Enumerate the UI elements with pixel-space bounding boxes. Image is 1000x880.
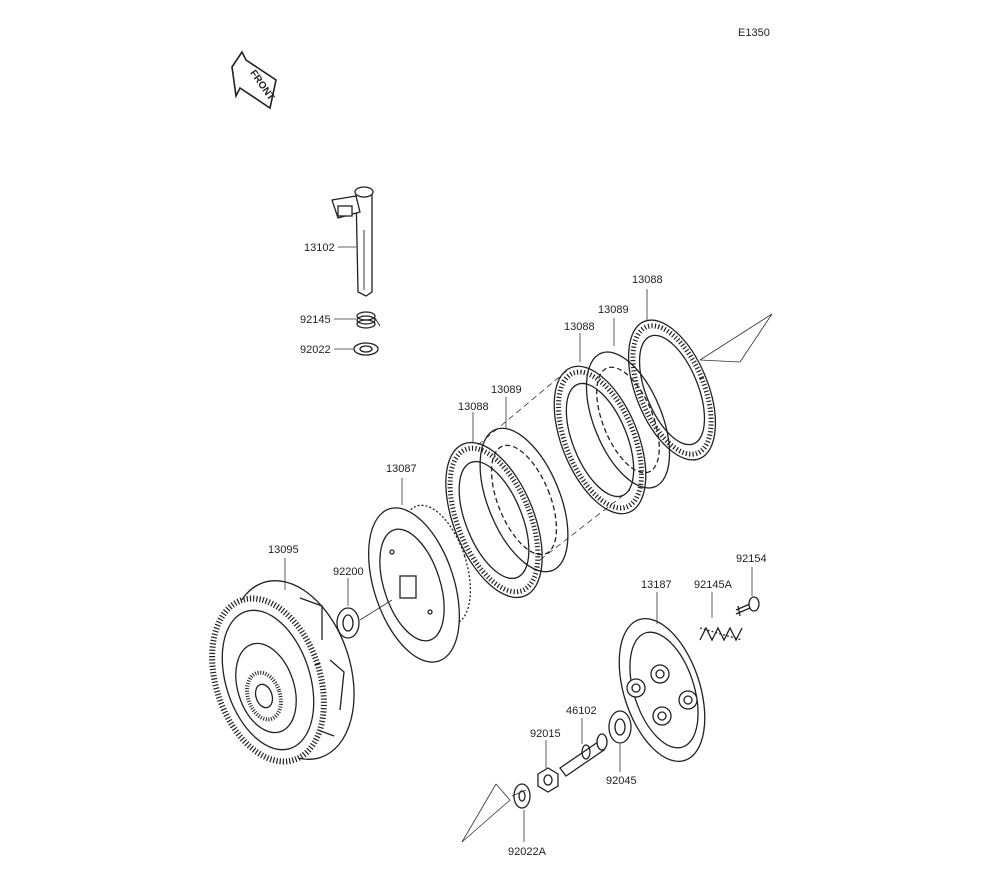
nut-92015	[537, 767, 559, 793]
shaft-spring	[356, 311, 381, 329]
label-92045: 92045	[606, 775, 637, 787]
label-13087: 13087	[386, 463, 417, 475]
label-13102: 13102	[304, 242, 335, 254]
shaft-washer	[353, 342, 379, 356]
clutch-spring-92145A	[699, 626, 743, 642]
label-13088-rear: 13088	[632, 274, 663, 286]
label-92154: 92154	[736, 553, 767, 565]
label-13089-rear: 13089	[598, 304, 629, 316]
friction-plate-13088-front	[445, 441, 543, 599]
label-92145A: 92145A	[694, 579, 733, 591]
bolt-92154	[735, 596, 760, 617]
release-shaft	[331, 186, 374, 297]
steel-plate-13089-rear	[585, 351, 671, 489]
diagram-code: E1350	[738, 27, 770, 39]
bearing-92045	[608, 710, 632, 744]
label-13095: 13095	[268, 544, 299, 556]
washer-92022A	[513, 783, 531, 809]
pressure-plate-bosses	[626, 664, 698, 726]
push-rod-46102	[559, 733, 608, 777]
label-92015: 92015	[530, 728, 561, 740]
pressure-plate-13187	[618, 617, 706, 763]
clutch-housing-13095	[209, 580, 355, 765]
steel-plate-13089-front	[479, 427, 569, 573]
label-92022: 92022	[300, 344, 331, 356]
clutch-hub-13087	[367, 504, 472, 663]
friction-plate-13088-rear	[627, 319, 717, 461]
label-13089-front: 13089	[491, 384, 522, 396]
front-arrow-icon: FRONT	[231, 50, 277, 110]
label-92145: 92145	[300, 314, 331, 326]
lock-washer-92200	[336, 607, 360, 639]
label-92022A: 92022A	[508, 846, 547, 858]
label-13187: 13187	[641, 579, 672, 591]
label-92200: 92200	[333, 566, 364, 578]
label-46102: 46102	[566, 705, 597, 717]
label-13088-front: 13088	[458, 401, 489, 413]
label-13088-mid: 13088	[564, 321, 595, 333]
